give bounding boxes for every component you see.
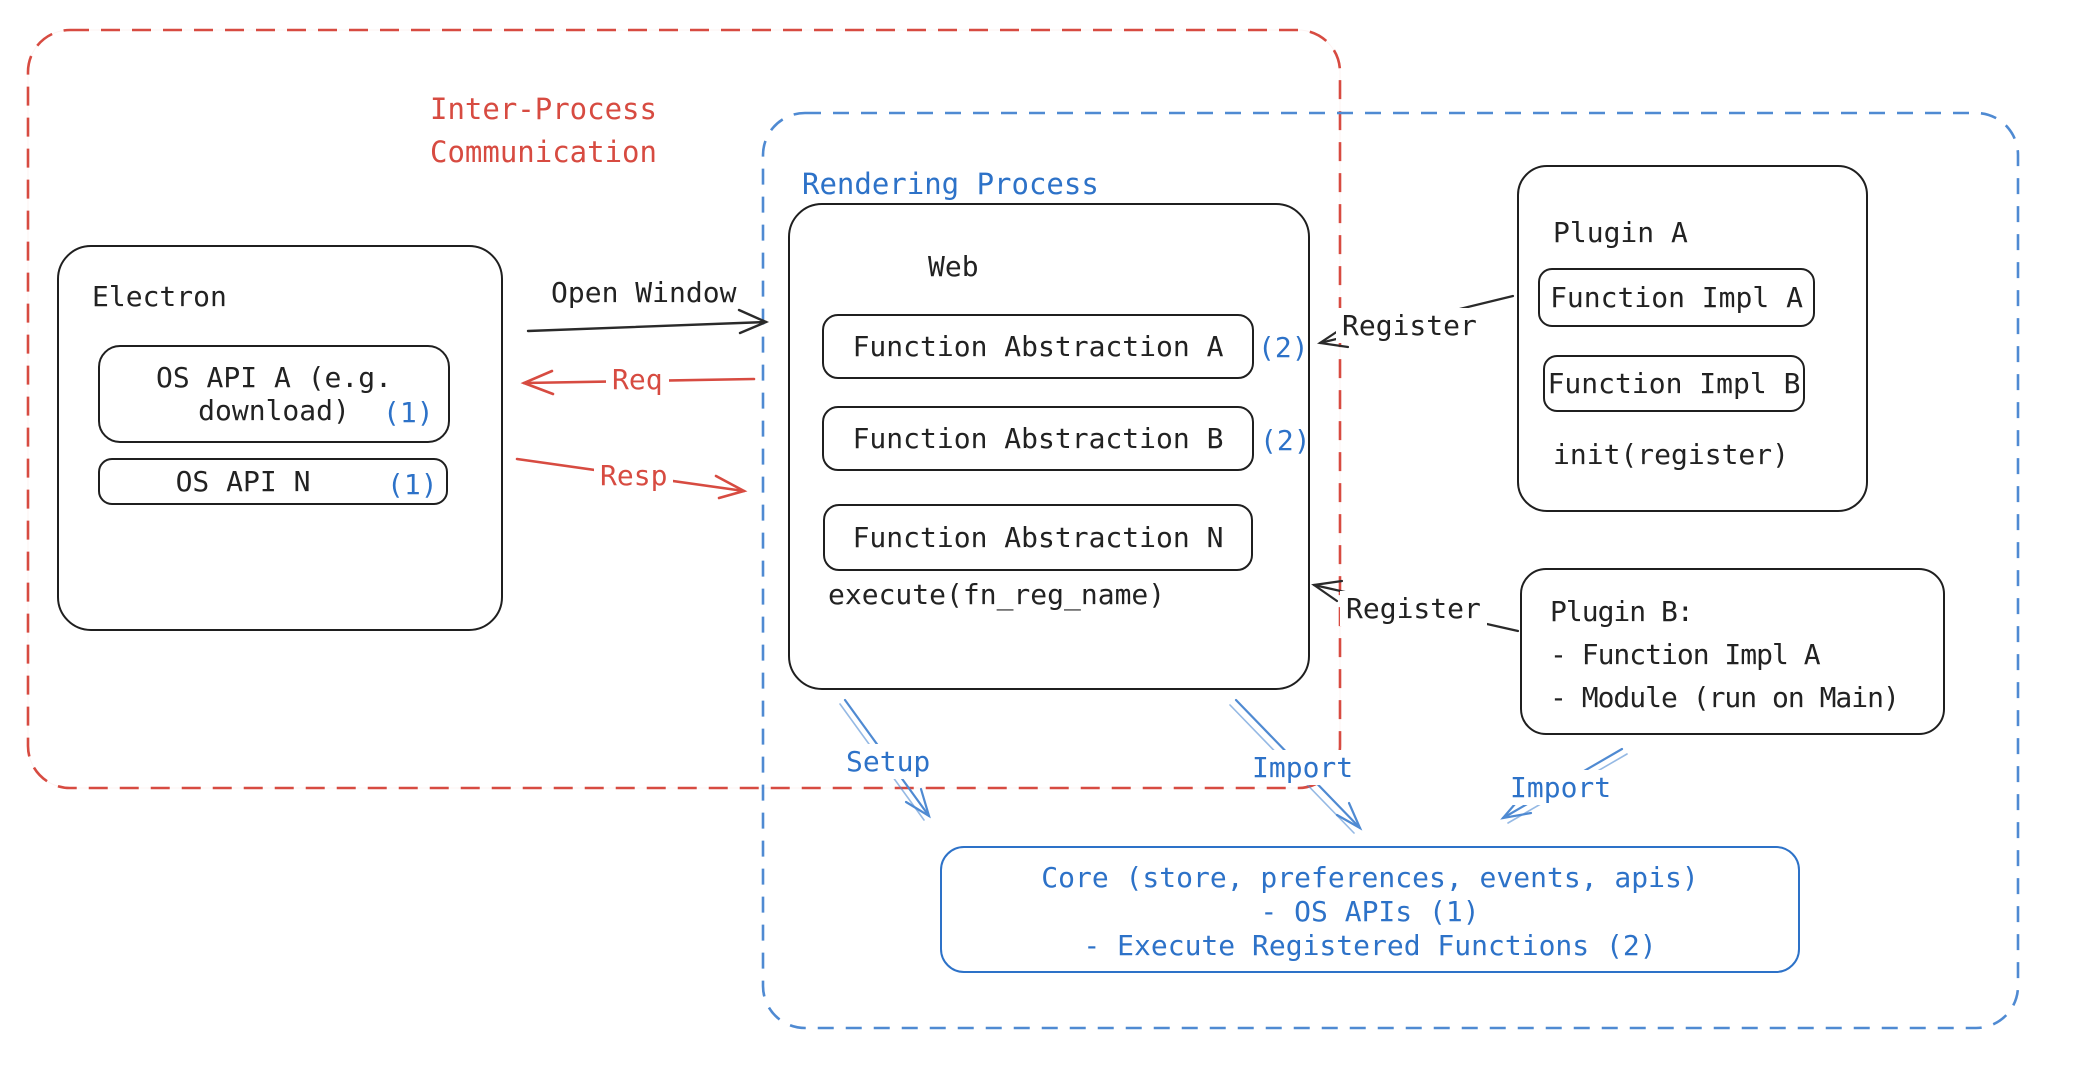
os-api-n-label: OS API N	[175, 465, 311, 498]
ipc-region-label-line1: Inter-Process	[430, 92, 657, 126]
os-api-n-node: OS API N	[98, 458, 448, 505]
os-api-a-node: OS API A (e.g. download)	[98, 345, 450, 443]
plugin-a-init-label: init(register)	[1553, 438, 1790, 471]
open-window-arrow	[526, 308, 770, 335]
electron-node	[57, 245, 503, 631]
execute-label: execute(fn_reg_name)	[828, 578, 1166, 611]
fn-abstraction-a-node: Function Abstraction A	[822, 314, 1254, 379]
fn-impl-a-label: Function Impl A	[1550, 281, 1803, 314]
rendering-region-border	[761, 111, 2020, 1030]
plugin-a-title: Plugin A	[1553, 216, 1688, 249]
web-node	[788, 203, 1310, 690]
web-title: Web	[928, 250, 979, 283]
fn-abstraction-b-node: Function Abstraction B	[822, 406, 1254, 471]
req-arrow-label: Req	[606, 362, 669, 397]
setup-arrow-label: Setup	[840, 744, 937, 779]
import-plugin-b-label: Import	[1504, 770, 1618, 805]
core-label-line2: - OS APIs (1)	[1260, 895, 1480, 928]
core-node: Core (store, preferences, events, apis) …	[940, 846, 1800, 973]
register-plugin-b-label: Register	[1340, 591, 1487, 626]
plugin-a-node	[1517, 165, 1868, 512]
rendering-region-label: Rendering Process	[802, 167, 1099, 201]
os-api-a-badge: (1)	[383, 396, 434, 429]
open-window-arrow-label: Open Window	[551, 276, 737, 309]
plugin-b-node: Plugin B: - Function Impl A - Module (ru…	[1520, 568, 1945, 735]
core-label-line1: Core (store, preferences, events, apis)	[1041, 861, 1699, 894]
plugin-b-item-2: - Module (run on Main)	[1550, 681, 1900, 714]
fn-abstraction-a-badge: (2)	[1258, 331, 1309, 364]
fn-impl-b-label: Function Impl B	[1547, 367, 1801, 400]
fn-abstraction-b-label: Function Abstraction B	[852, 422, 1224, 455]
fn-abstraction-a-label: Function Abstraction A	[852, 330, 1224, 363]
fn-impl-b-node: Function Impl B	[1543, 355, 1805, 412]
resp-arrow-label: Resp	[594, 458, 674, 493]
register-plugin-a-label: Register	[1336, 308, 1483, 343]
fn-abstraction-n-label: Function Abstraction N	[852, 521, 1224, 554]
ipc-region-label-line2: Communication	[430, 135, 657, 169]
os-api-a-label-line2: download)	[198, 394, 350, 427]
plugin-b-title: Plugin B:	[1550, 595, 1694, 628]
electron-title: Electron	[92, 280, 227, 313]
import-web-label: Import	[1246, 750, 1360, 785]
core-label-line3: - Execute Registered Functions (2)	[1083, 929, 1657, 962]
fn-impl-a-node: Function Impl A	[1538, 268, 1815, 327]
plugin-b-item-1: - Function Impl A	[1550, 638, 1821, 671]
fn-abstraction-b-badge: (2)	[1260, 424, 1311, 457]
os-api-n-badge: (1)	[387, 468, 438, 501]
os-api-a-label-line1: OS API A (e.g.	[155, 361, 392, 394]
fn-abstraction-n-node: Function Abstraction N	[823, 504, 1253, 571]
